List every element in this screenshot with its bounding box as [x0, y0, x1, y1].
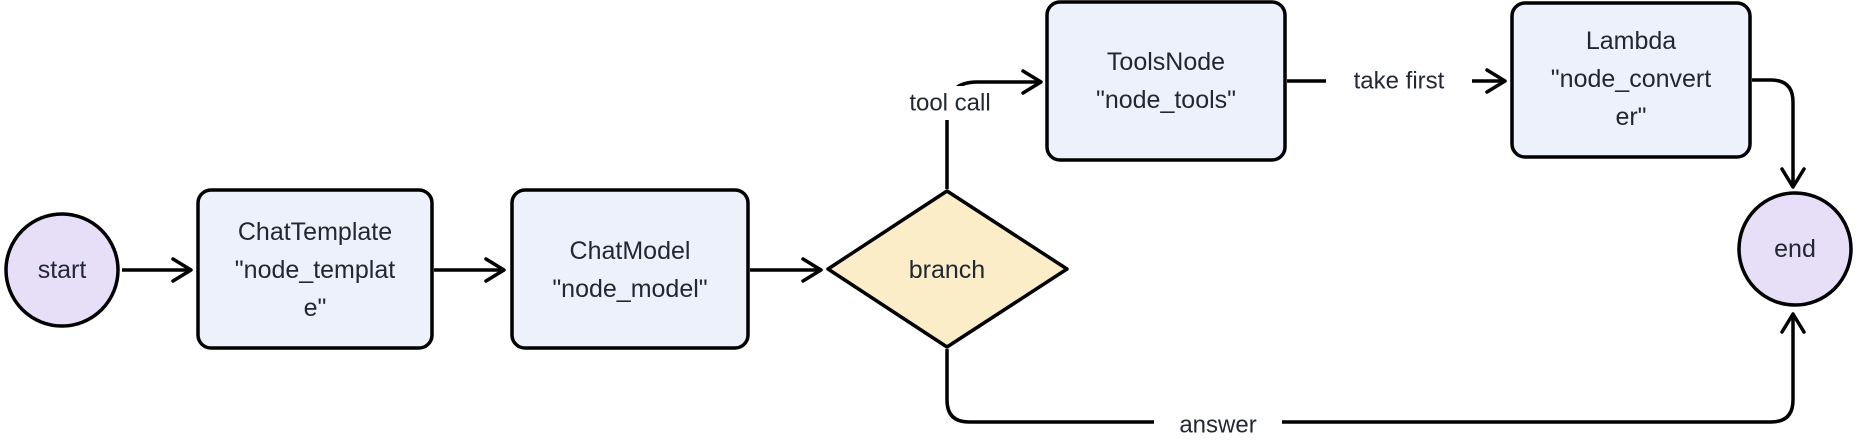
chat-model-node-label-line1: ChatModel: [570, 237, 691, 265]
edge-label-text: take first: [1354, 68, 1445, 95]
edge-label-text: tool call: [909, 90, 990, 117]
edge-branch-to-end-answer: [945, 312, 1806, 424]
edge-label-background: [1154, 408, 1282, 440]
branch-decision-node-shape: [826, 189, 1069, 349]
chat-template-node-label-line3: e": [304, 294, 327, 322]
end-node: end: [1737, 191, 1853, 307]
chat-model-node-label-line2: "node_model": [552, 275, 707, 303]
lambda-converter-node-label-line1: Lambda: [1586, 27, 1676, 55]
lambda-converter-node-label-line3: er": [1615, 103, 1646, 131]
branch-decision-node: branch: [826, 189, 1069, 349]
chat-model-node-shape: [510, 188, 750, 350]
start-node-label: start: [38, 256, 87, 284]
tools-node-label-line2: "node_tools": [1096, 86, 1236, 114]
chat-template-node-label-line2: "node_templat: [235, 256, 395, 284]
chat-template-node: ChatTemplate "node_templat e": [196, 188, 434, 350]
start-node-shape: [4, 212, 120, 328]
tools-node: ToolsNode "node_tools": [1045, 0, 1287, 162]
edge-label-take-first: take first: [1326, 64, 1472, 98]
edge-converter-to-end: [1752, 78, 1806, 189]
edge-label-background: [888, 86, 1012, 120]
branch-decision-node-label: branch: [909, 256, 985, 284]
edge-label-answer: answer: [1154, 408, 1282, 440]
lambda-converter-node: Lambda "node_convert er": [1510, 1, 1752, 159]
edge-label-background: [1326, 64, 1472, 98]
tools-node-label-line1: ToolsNode: [1107, 48, 1225, 76]
tools-node-shape: [1045, 0, 1287, 162]
edge-label-tool-call: tool call: [888, 86, 1012, 120]
edge-label-text: answer: [1179, 412, 1256, 439]
end-node-shape: [1737, 191, 1853, 307]
start-node: start: [4, 212, 120, 328]
chat-model-node: ChatModel "node_model": [510, 188, 750, 350]
chat-template-node-label-line1: ChatTemplate: [238, 218, 392, 246]
lambda-converter-node-label-line2: "node_convert: [1551, 65, 1711, 93]
end-node-label: end: [1774, 235, 1816, 263]
lambda-converter-node-shape: [1510, 1, 1752, 159]
chat-template-node-shape: [196, 188, 434, 350]
